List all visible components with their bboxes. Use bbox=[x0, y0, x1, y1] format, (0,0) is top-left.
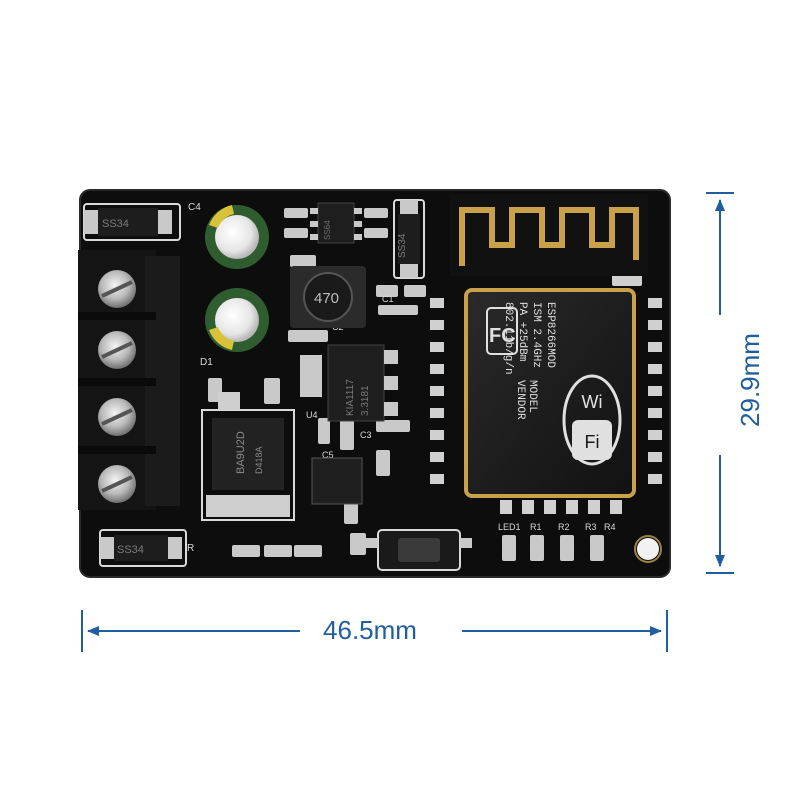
mosfet: BA9U2D D418A bbox=[201, 392, 295, 521]
mosfet-marking-2: D418A bbox=[254, 446, 264, 474]
regulator-marking-1: KIA1117 bbox=[345, 379, 356, 416]
height-dimension-label: 29.9mm bbox=[735, 333, 765, 427]
capacitor-bottom: D1 bbox=[200, 288, 269, 368]
diode-vertical-marking: SS34 bbox=[397, 233, 408, 258]
screw-3 bbox=[98, 398, 136, 436]
label-c4: C4 bbox=[188, 202, 201, 213]
smd-chip-marking: SS64 bbox=[323, 220, 332, 240]
label-u4: U4 bbox=[306, 410, 318, 420]
screw-2 bbox=[98, 331, 136, 369]
label-d1: R bbox=[187, 543, 194, 554]
screw-4 bbox=[98, 465, 136, 503]
wifi-logo-wi: Wi bbox=[582, 392, 603, 412]
fc-logo-text: FC bbox=[489, 325, 516, 347]
width-dimension bbox=[81, 610, 668, 652]
module-text-80211: 802.11b/g/n bbox=[502, 302, 514, 375]
diode-top-marking: SS34 bbox=[102, 218, 129, 230]
push-button bbox=[366, 529, 472, 571]
inductor-marking: 470 bbox=[314, 290, 339, 307]
passive-components bbox=[208, 208, 642, 561]
height-dimension bbox=[706, 192, 734, 574]
label-r4: R4 bbox=[604, 522, 616, 532]
mosfet-marking-1: BA9U2D bbox=[235, 431, 247, 474]
label-c5: C5 bbox=[322, 450, 334, 460]
label-r1: R1 bbox=[530, 522, 542, 532]
esp8266-module: FC MODEL VENDOR ESP8266MOD ISM 2.4GHz PA… bbox=[430, 194, 662, 514]
module-text-esp: ESP8266MOD bbox=[544, 302, 556, 368]
smd-chip-top: SS64 bbox=[310, 202, 362, 244]
qfn-chip bbox=[311, 457, 363, 505]
wifi-logo: Wi Fi bbox=[562, 374, 622, 466]
label-led1: LED1 bbox=[498, 522, 521, 532]
fc-logo: FC bbox=[486, 307, 518, 355]
diode-bottom-marking: SS34 bbox=[117, 544, 144, 556]
module-text-pa: PA +25dBm bbox=[516, 302, 528, 362]
mounting-hole bbox=[634, 535, 662, 563]
terminal-block bbox=[78, 250, 180, 510]
module-text-vendor: VENDOR bbox=[514, 380, 526, 420]
label-c3: C3 bbox=[360, 430, 372, 440]
diode-top: SS34 bbox=[83, 203, 181, 241]
label-r3: R3 bbox=[585, 522, 597, 532]
screw-1 bbox=[98, 270, 136, 308]
label-c1: C1 bbox=[382, 294, 394, 304]
label-r2: R2 bbox=[558, 522, 570, 532]
diode-bottom: SS34 R bbox=[99, 529, 194, 567]
width-dimension-label: 46.5mm bbox=[323, 615, 417, 645]
label-r: D1 bbox=[200, 357, 213, 368]
capacitor-top: C4 bbox=[188, 202, 269, 269]
diode-vertical: SS34 bbox=[393, 199, 425, 279]
wifi-logo-fi: Fi bbox=[585, 432, 600, 452]
regulator-marking-2: 3.3181 bbox=[360, 385, 371, 416]
inductor: 470 bbox=[290, 266, 366, 328]
voltage-regulator: KIA1117 3.3181 bbox=[300, 344, 398, 422]
module-text-ism: ISM 2.4GHz bbox=[530, 302, 542, 368]
module-text-model: MODEL bbox=[526, 380, 538, 413]
